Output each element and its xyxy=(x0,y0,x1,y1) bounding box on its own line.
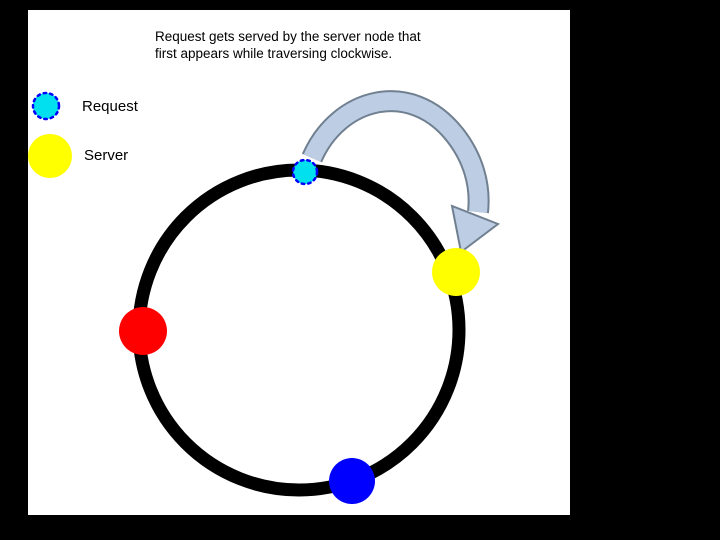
server-node-red xyxy=(119,307,167,355)
caption-text: Request gets served by the server node t… xyxy=(155,28,475,62)
legend-server-icon xyxy=(28,134,72,178)
legend-request-icon xyxy=(31,91,61,121)
server-node-blue xyxy=(329,458,375,504)
ring-diagram xyxy=(28,90,501,504)
request-node xyxy=(291,158,319,186)
clockwise-arrow-band xyxy=(303,92,488,213)
caption-line-2: first appears while traversing clockwise… xyxy=(155,46,393,61)
legend-server-label: Server xyxy=(84,147,129,164)
hash-ring xyxy=(132,163,466,497)
server-node-yellow xyxy=(432,248,480,296)
clockwise-arrowhead xyxy=(450,204,501,254)
caption-line-1: Request gets served by the server node t… xyxy=(155,29,421,44)
slide-canvas: Request gets served by the server node t… xyxy=(28,10,570,515)
legend-request-label: Request xyxy=(82,98,138,115)
